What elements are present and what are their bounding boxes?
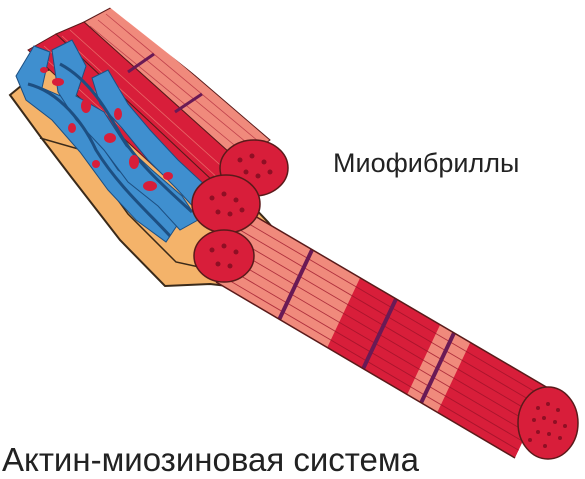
- myofibril-end-cap: [518, 387, 578, 459]
- myofibrils-label: Миофибриллы: [333, 148, 519, 179]
- actin-myosin-label: Актин-миозиновая система: [2, 441, 419, 479]
